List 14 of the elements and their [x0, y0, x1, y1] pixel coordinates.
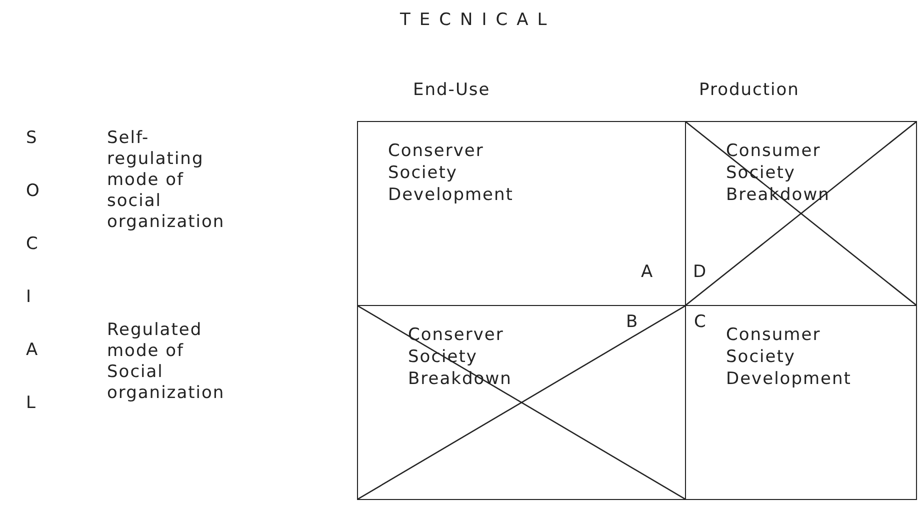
matrix-cell — [357, 121, 686, 306]
cell-text: Consumer Society Development — [726, 324, 852, 390]
corner-letter: A — [641, 262, 654, 283]
axis-title: SOCIAL — [26, 127, 38, 415]
cell-text: Conserver Society Development — [388, 140, 514, 206]
corner-letter: C — [694, 312, 707, 333]
corner-letter: D — [693, 262, 708, 283]
matrix-cell — [685, 305, 917, 500]
axis-title: TECNICAL — [400, 10, 556, 31]
column-header: End-Use — [413, 80, 490, 101]
row-header: Self-regulating mode of social organization — [107, 128, 226, 233]
column-header: Production — [699, 80, 800, 101]
corner-letter: B — [626, 312, 639, 333]
row-header: Regulated mode of Social organization — [107, 320, 226, 404]
